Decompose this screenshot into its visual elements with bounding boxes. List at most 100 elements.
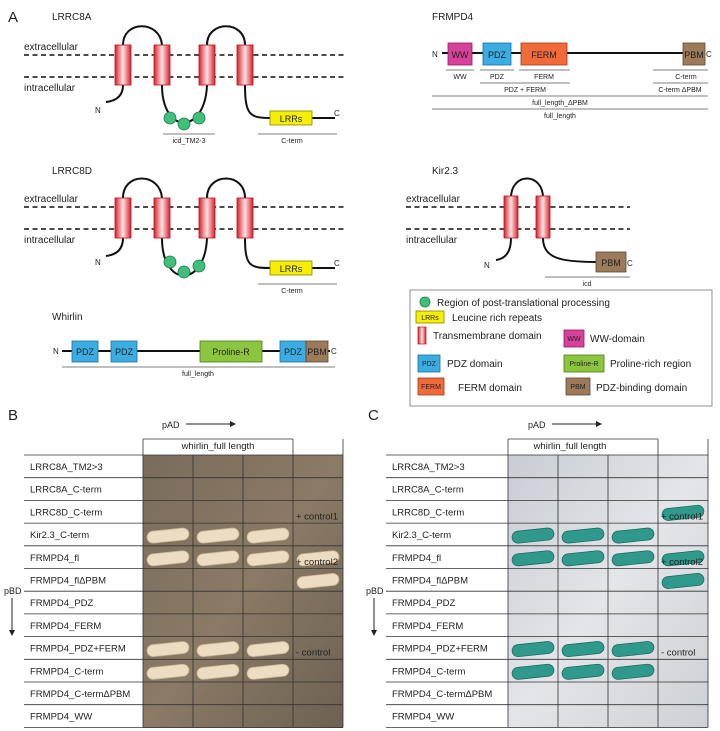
row-label: FRMPD4_C-termΔPBM (392, 689, 492, 700)
assay-grid: LRRC8A_TM2>3LRRC8A_C-termLRRC8D_C-termKi… (24, 438, 344, 728)
tm-domain (153, 44, 171, 86)
yeast-growth-spot (611, 641, 655, 658)
row-label: FRMPD4_PDZ (30, 598, 94, 609)
yeast-growth-spot (611, 527, 655, 544)
extracellular-label: extracellular (406, 194, 461, 205)
arrow-head-icon (9, 630, 15, 636)
construct-label: icd_TM2-3 (172, 138, 205, 145)
ptm-circle (163, 111, 177, 125)
n-terminus-label: N (95, 258, 101, 267)
construct-label: C-term (675, 74, 697, 81)
row-label: Kir2.3_C-term (30, 530, 89, 541)
row-label: FRMPD4_C-termΔPBM (30, 689, 130, 700)
row-label: LRRC8D_C-term (30, 507, 102, 518)
row-label: FRMPD4_PDZ+FERM (30, 644, 126, 655)
protein-backbone (495, 177, 597, 263)
extracellular-label: extracellular (24, 194, 79, 205)
lrrs-icon (415, 310, 445, 324)
pbm-domain (595, 251, 627, 273)
tm-domain (153, 197, 171, 239)
legend-item-label: PDZ-binding domain (596, 383, 687, 394)
pdz-domain-label: PDZ (76, 347, 95, 357)
pbd-label: pBD (4, 586, 22, 596)
panel-label-c: C (368, 407, 379, 424)
row-label: FRMPD4_fl (392, 553, 441, 564)
n-terminus-label: N (53, 347, 59, 356)
proline-rich-domain (199, 340, 263, 363)
yeast-growth-spot (611, 663, 655, 680)
row-label: FRMPD4_FERM (392, 621, 463, 632)
lrrc8d-title: LRRC8D (52, 166, 92, 177)
construct-label: full_length_ΔPBM (532, 100, 588, 107)
yeast-growth-spot (511, 527, 555, 544)
tm-domain (114, 44, 132, 86)
yeast-growth-spot (511, 641, 555, 658)
tm-domain (503, 195, 519, 239)
lrrc8d-diagram: LRRC8D extracellular intracellular N LRR… (20, 166, 345, 295)
ptm-circle (192, 259, 206, 273)
c-terminus-label: C (334, 109, 340, 118)
frmpd4-title: FRMPD4 (432, 12, 474, 23)
yeast-growth-spot (196, 527, 240, 544)
pbm-icon-label: PBM (570, 384, 585, 391)
yeast-growth-spot (296, 550, 340, 567)
construct-label: WW (453, 74, 467, 81)
tm-domain (236, 197, 254, 239)
pdz-domain (110, 340, 138, 363)
yeast-growth-spot (196, 641, 240, 658)
ferm-icon (417, 377, 445, 396)
yeast-growth-spot (246, 663, 290, 680)
extracellular-label: extracellular (24, 42, 79, 53)
protein-backbone (105, 25, 335, 124)
column-header: whirlin_full length (533, 441, 607, 452)
row-label: LRRC8A_C-term (392, 485, 464, 496)
c-terminus-label: C (627, 259, 633, 268)
row-label: LRRC8A_C-term (30, 485, 102, 496)
construct-label: C-term ΔPBM (658, 87, 701, 94)
pdz-domain-label: PDZ (115, 347, 134, 357)
pbm-domain-label: PBM (601, 258, 621, 268)
yeast-growth-spot (246, 527, 290, 544)
lrrc8a-diagram: LRRC8A extracellular intracellular N LRR… (20, 12, 345, 145)
yeast-growth-spot (661, 504, 705, 521)
arrow-head-icon (371, 630, 377, 636)
c-terminus-label: C (334, 259, 340, 268)
yeast-growth-spot (246, 550, 290, 567)
row-label: FRMPD4_fl (30, 553, 79, 564)
growth-spots (146, 527, 340, 680)
intracellular-label: intracellular (24, 83, 76, 94)
lrrs-domain-label: LRRs (280, 114, 303, 124)
ww-domain-label: WW (452, 50, 469, 60)
row-label: LRRC8A_TM2>3 (392, 462, 465, 473)
yeast-growth-spot (511, 663, 555, 680)
n-terminus-label: N (432, 50, 438, 59)
tm-domain (198, 197, 216, 239)
construct-label: PDZ + FERM (504, 87, 546, 94)
construct-label: C-term (281, 138, 303, 145)
construct-label: PDZ (490, 74, 505, 81)
ferm-domain-label: FERM (531, 50, 557, 60)
lrrs-domain-label: LRRs (280, 264, 303, 274)
pdz-icon-label: PDZ (422, 361, 437, 368)
yeast-growth-spot (146, 641, 190, 658)
legend-item-label: Leucine rich repeats (452, 313, 542, 324)
row-label: FRMPD4_FERM (30, 621, 101, 632)
yeast-growth-spot (561, 663, 605, 680)
legend-item-label: PDZ domain (447, 359, 503, 370)
n-terminus-label: N (484, 261, 490, 270)
yeast-growth-spot (511, 550, 555, 567)
panel-label-a: A (8, 9, 18, 26)
yeast-growth-spot (561, 641, 605, 658)
ww-icon-label: WW (567, 336, 581, 343)
tm-domain (114, 197, 132, 239)
control-label: + control1 (661, 511, 703, 522)
tm-domain (535, 195, 551, 239)
ptm-icon (419, 296, 431, 308)
yeast-growth-spot (561, 527, 605, 544)
row-label: Kir2.3_C-term (392, 530, 451, 541)
row-label: FRMPD4_C-term (30, 666, 103, 677)
ptm-circle (163, 255, 177, 269)
lrrs-domain (269, 110, 313, 126)
row-label: FRMPD4_PDZ (392, 598, 456, 609)
legend-item-label: WW-domain (590, 334, 645, 345)
